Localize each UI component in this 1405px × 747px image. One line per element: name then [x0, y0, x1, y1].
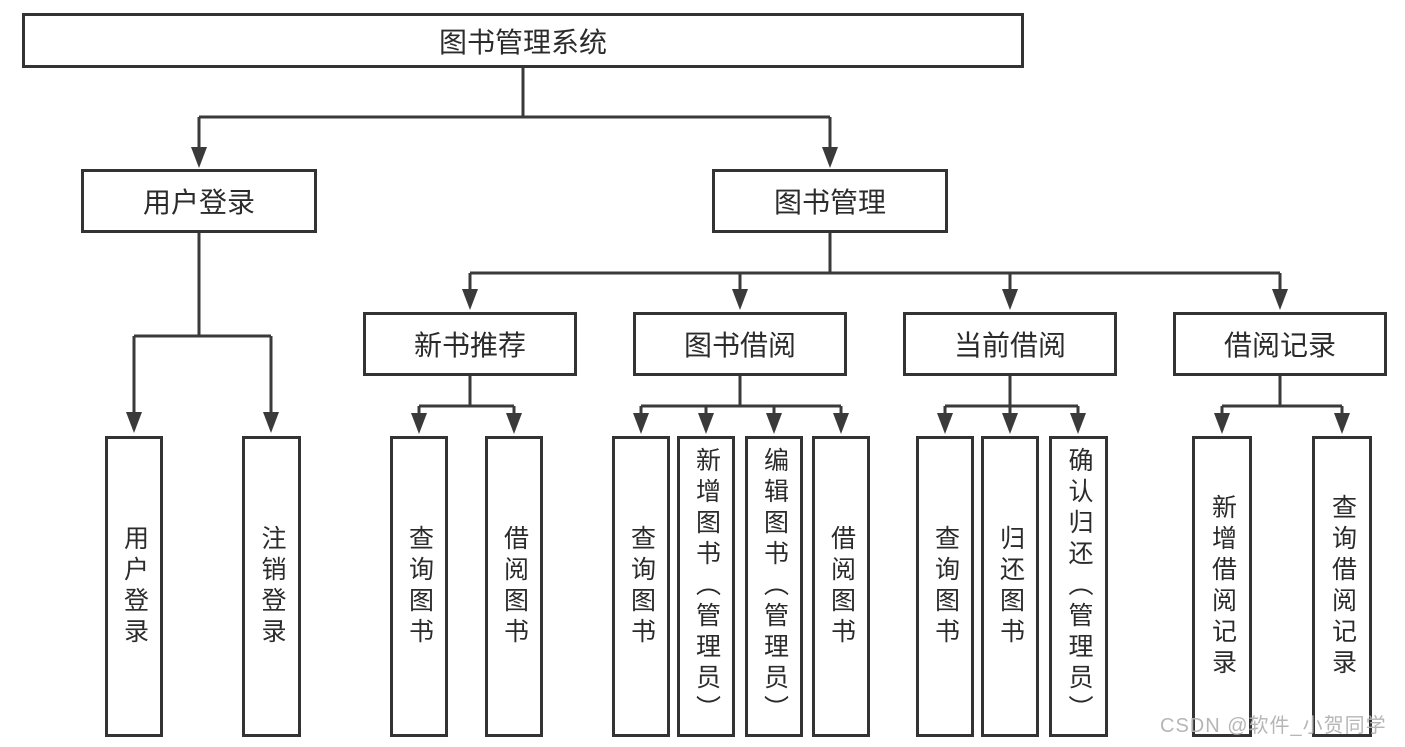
node-label: 当前借阅 — [953, 330, 1066, 361]
arrow-down-icon — [462, 289, 478, 310]
arrowheads — [126, 147, 1350, 434]
leaf-add-borrow-record: 新增借阅记录 — [1192, 436, 1252, 737]
leaf-borrow-books-borrowing: 借阅图书 — [812, 436, 870, 737]
arrow-down-icon — [698, 413, 714, 434]
node-label: 借阅图书 — [500, 524, 529, 649]
leaf-query-books-borrowing: 查询图书 — [612, 436, 670, 737]
leaf-logout: 注销登录 — [242, 436, 301, 737]
arrow-down-icon — [1002, 289, 1018, 310]
leaf-borrow-books-recommend: 借阅图书 — [485, 436, 543, 737]
node-label: 图书管理 — [773, 187, 886, 218]
arrow-down-icon — [1334, 413, 1350, 434]
node-label: 编辑图书（管理员） — [760, 447, 789, 726]
leaf-query-books-recommend: 查询图书 — [390, 436, 448, 737]
arrow-down-icon — [633, 413, 649, 434]
node-current-borrowing: 当前借阅 — [903, 312, 1117, 376]
node-library-management-system: 图书管理系统 — [22, 13, 1024, 68]
node-book-management: 图书管理 — [712, 169, 948, 233]
arrow-down-icon — [506, 413, 522, 434]
leaf-return-books: 归还图书 — [981, 436, 1039, 737]
leaf-edit-books-admin: 编辑图书（管理员） — [745, 436, 803, 737]
node-label: 图书管理系统 — [438, 26, 607, 58]
arrow-down-icon — [732, 289, 748, 310]
arrow-down-icon — [833, 413, 849, 434]
node-label: 图书借阅 — [683, 330, 796, 361]
node-label: 归还图书 — [996, 524, 1025, 649]
node-user-login: 用户登录 — [81, 169, 317, 233]
arrow-down-icon — [1214, 413, 1230, 434]
node-label: 新书推荐 — [413, 330, 526, 361]
node-label: 注销登录 — [258, 524, 286, 649]
node-new-book-recommendation: 新书推荐 — [363, 312, 577, 376]
leaf-query-books-current: 查询图书 — [916, 436, 974, 737]
arrow-down-icon — [191, 147, 207, 168]
arrow-down-icon — [263, 412, 279, 433]
node-book-borrowing: 图书借阅 — [633, 312, 847, 376]
node-borrowing-records: 借阅记录 — [1173, 312, 1387, 376]
node-label: 新增图书（管理员） — [692, 447, 721, 726]
node-label: 借阅图书 — [827, 524, 856, 649]
node-label: 查询图书 — [931, 524, 960, 649]
node-label: 借阅记录 — [1223, 330, 1336, 361]
arrow-down-icon — [937, 413, 953, 434]
arrow-down-icon — [1002, 413, 1018, 434]
leaf-confirm-return-admin: 确认归还（管理员） — [1049, 436, 1108, 737]
node-label: 查询借阅记录 — [1328, 493, 1357, 680]
leaf-user-login: 用户登录 — [105, 436, 163, 737]
node-label: 用户登录 — [142, 187, 255, 218]
arrow-down-icon — [766, 413, 782, 434]
arrow-down-icon — [126, 412, 142, 433]
node-label: 查询图书 — [405, 524, 434, 649]
node-label: 新增借阅记录 — [1208, 493, 1237, 680]
node-label: 查询图书 — [627, 524, 656, 649]
arrow-down-icon — [822, 147, 838, 168]
arrow-down-icon — [1272, 289, 1288, 310]
node-label: 用户登录 — [120, 524, 149, 649]
arrow-down-icon — [1070, 413, 1086, 434]
leaf-query-borrow-record: 查询借阅记录 — [1312, 436, 1372, 737]
leaf-add-books-admin: 新增图书（管理员） — [677, 436, 735, 737]
node-label: 确认归还（管理员） — [1065, 447, 1093, 726]
arrow-down-icon — [411, 413, 427, 434]
watermark: CSDN @软件_小贺同学 — [1160, 715, 1387, 737]
connector-lines — [132, 68, 1344, 418]
